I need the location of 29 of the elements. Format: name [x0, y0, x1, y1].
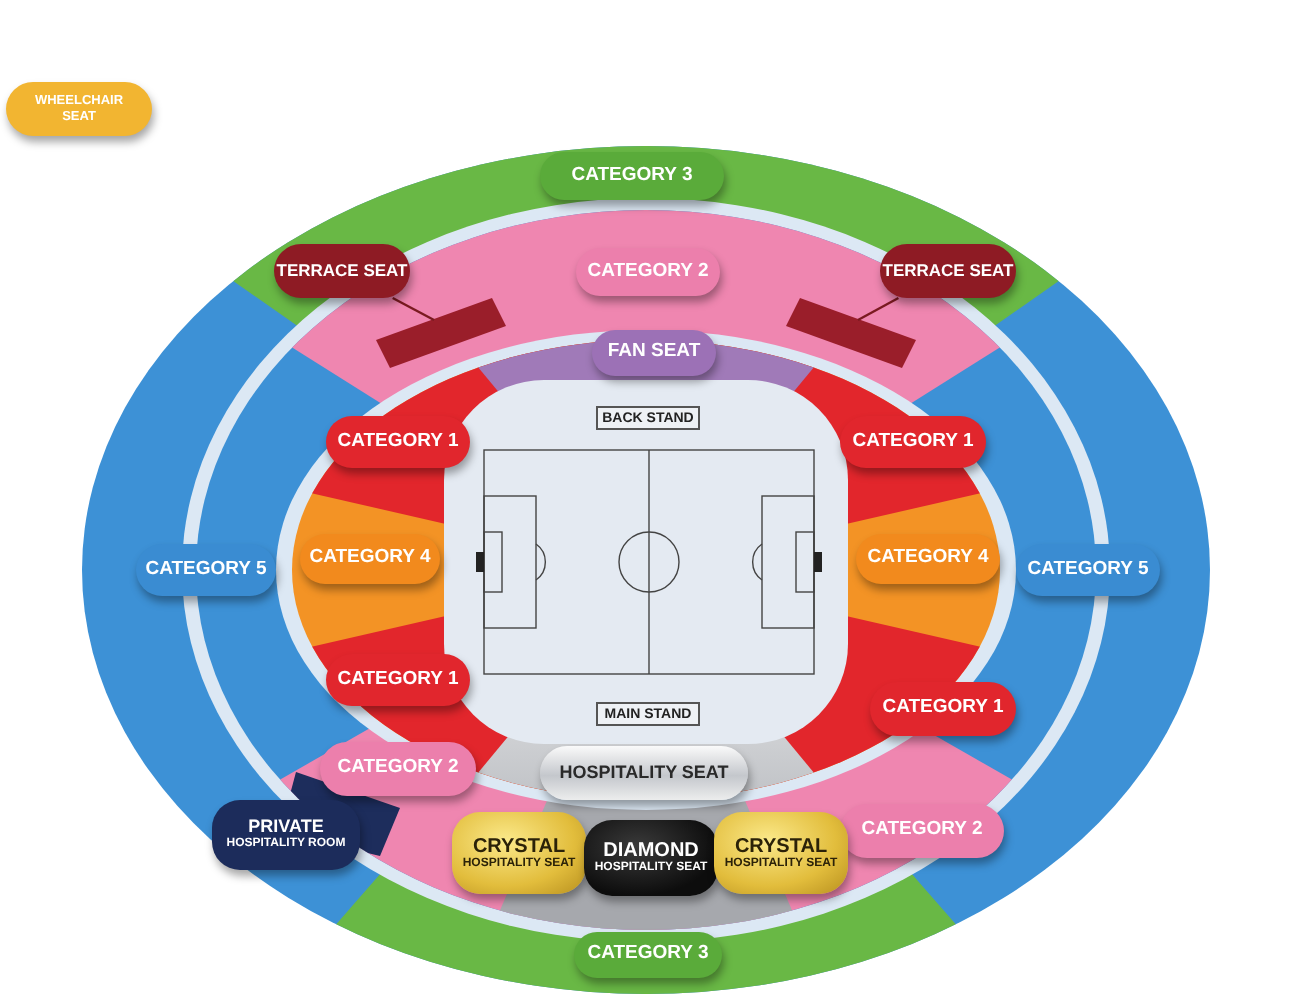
leader-line — [857, 296, 899, 322]
seat-zone-tag — [212, 800, 360, 870]
seat-zone-tag — [452, 812, 586, 894]
seat-zone-tag: CATEGORY 2 — [840, 804, 1004, 858]
zone-name: CRYSTAL — [734, 835, 828, 858]
seat-zone-tag: CATEGORY 1 — [870, 682, 1016, 736]
seat-zone-tag: CATEGORY 1 — [326, 416, 470, 468]
seat-zone-tag: CATEGORY 3 — [574, 932, 722, 978]
seat-zone-tag: FAN SEAT — [592, 330, 716, 376]
seat-zone-tag: HOSPITALITY SEAT — [540, 746, 748, 800]
zone-name: DIAMOND — [603, 840, 699, 863]
terrace-block — [786, 298, 916, 368]
seat-zone-tag: TERRACE SEAT — [274, 244, 410, 298]
seat-zone-tag: TERRACE SEAT — [880, 244, 1016, 298]
seat-zone-tag: CATEGORY 2 — [576, 248, 720, 296]
seat-zone-tag: CATEGORY 5 — [1016, 544, 1160, 596]
seat-zone-tag: CATEGORY 5 — [136, 544, 276, 596]
seat-zone-tag — [584, 820, 718, 896]
seat-zone-tag: CATEGORY 4 — [300, 534, 440, 584]
zone-name: PRIVATE — [248, 818, 324, 837]
seat-zone-tag: CATEGORY 3 — [540, 152, 724, 200]
terrace-block — [376, 298, 506, 368]
seat-zone-tag — [714, 812, 848, 894]
leader-line — [392, 296, 435, 322]
seat-zone-tag: CATEGORY 2 — [320, 742, 476, 796]
seat-zone-tag: CATEGORY 1 — [840, 416, 986, 468]
seat-zone-tag: CATEGORY 4 — [856, 534, 1000, 584]
seat-zone-tag: CATEGORY 1 — [326, 654, 470, 706]
zone-name: CRYSTAL — [472, 835, 566, 858]
